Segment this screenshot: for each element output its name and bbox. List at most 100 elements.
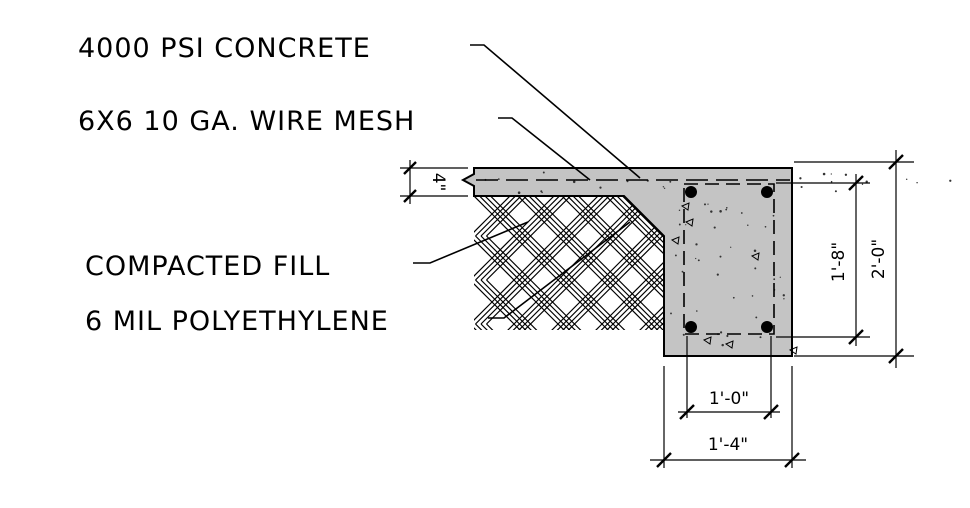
hatch-line bbox=[480, 257, 504, 281]
aggregate-speck bbox=[682, 333, 685, 336]
hatch-line bbox=[629, 323, 652, 330]
hatch-line bbox=[585, 213, 608, 237]
hatch-line bbox=[547, 346, 569, 368]
hatch-line bbox=[579, 196, 603, 215]
aggregate-speck bbox=[783, 298, 785, 300]
aggregate-speck bbox=[773, 278, 776, 281]
aggregate-speck bbox=[678, 209, 681, 212]
dim-rebar-horizontal: 1'-0" bbox=[678, 336, 780, 420]
hatch-line bbox=[546, 213, 570, 237]
hatch-line bbox=[546, 323, 570, 330]
hatch-line bbox=[612, 301, 636, 325]
hatch-line bbox=[656, 301, 664, 325]
hatch-line bbox=[607, 213, 630, 237]
aggregate-mark bbox=[684, 218, 694, 227]
hatch-line bbox=[601, 213, 625, 237]
hatch-line bbox=[596, 301, 619, 325]
aggregate-mark bbox=[680, 202, 690, 211]
hatch-line bbox=[557, 235, 581, 259]
hatch-line bbox=[602, 346, 624, 368]
hatch-line bbox=[480, 235, 504, 259]
hatch-line bbox=[476, 346, 498, 368]
hatch-line bbox=[531, 346, 553, 368]
hatch-line bbox=[481, 346, 503, 368]
hatch-line bbox=[498, 346, 520, 368]
aggregate-speck bbox=[753, 249, 757, 252]
hatch-line bbox=[596, 257, 619, 281]
hatch-line bbox=[535, 235, 559, 259]
hatch-line bbox=[612, 323, 636, 330]
hatch-line bbox=[535, 301, 559, 325]
hatch-line bbox=[590, 257, 614, 281]
aggregate-speck bbox=[681, 270, 684, 273]
hatch-line bbox=[601, 279, 625, 303]
hatch-line bbox=[651, 257, 664, 281]
hatch-line bbox=[563, 213, 586, 237]
aggregate-speck bbox=[747, 224, 749, 227]
hatch-line bbox=[645, 235, 664, 259]
hatch-line bbox=[591, 346, 613, 368]
hatch-line bbox=[645, 257, 664, 281]
hatch-line bbox=[568, 301, 592, 325]
hatch-line bbox=[553, 346, 575, 368]
hatch-line bbox=[590, 323, 614, 330]
hatch-line bbox=[541, 301, 564, 325]
hatch-line bbox=[503, 346, 525, 368]
leader-compacted-fill bbox=[413, 221, 529, 264]
hatch-line bbox=[491, 257, 515, 281]
hatch-line bbox=[541, 213, 564, 237]
hatch-line bbox=[563, 235, 586, 259]
hatch-line bbox=[568, 196, 592, 215]
hatch-line bbox=[618, 196, 641, 215]
hatch-line bbox=[508, 301, 531, 325]
aggregate-speck bbox=[799, 177, 802, 180]
aggregate-mark bbox=[788, 346, 798, 355]
leader-polyethylene bbox=[488, 221, 631, 319]
hatch-line bbox=[524, 279, 548, 303]
hatch-line bbox=[524, 301, 548, 325]
hatch-line bbox=[575, 346, 597, 368]
aggregate-speck bbox=[905, 178, 908, 181]
hatch-line bbox=[546, 196, 570, 215]
hatch-line bbox=[542, 346, 564, 368]
hatch-line bbox=[645, 301, 664, 325]
hatch-line bbox=[585, 301, 608, 325]
aggregate-speck bbox=[719, 255, 722, 258]
hatch-line bbox=[552, 257, 575, 281]
hatch-line bbox=[502, 301, 526, 325]
label-concrete: 4000 PSI CONCRETE bbox=[78, 33, 371, 64]
aggregate-speck bbox=[674, 254, 677, 257]
svg-text:2'-0": 2'-0" bbox=[869, 239, 889, 279]
hatch-line bbox=[541, 196, 564, 215]
hatch-line bbox=[596, 323, 619, 330]
hatch-line bbox=[509, 346, 531, 368]
hatch-line bbox=[651, 323, 664, 330]
aggregate-speck bbox=[517, 191, 521, 194]
hatch-line bbox=[541, 257, 564, 281]
hatch-line bbox=[519, 323, 542, 330]
hatch-line bbox=[519, 235, 542, 259]
rebar-bottom-left bbox=[685, 321, 697, 333]
aggregate-speck bbox=[721, 343, 724, 347]
aggregate-speck bbox=[779, 276, 781, 278]
hatch-line bbox=[474, 257, 493, 281]
aggregate-speck bbox=[800, 185, 803, 189]
aggregate-speck bbox=[497, 178, 500, 180]
aggregate-speck bbox=[822, 172, 826, 176]
hatch-line bbox=[590, 301, 614, 325]
hatch-line bbox=[525, 346, 547, 368]
hatch-line bbox=[557, 323, 581, 330]
hatch-line bbox=[579, 279, 603, 303]
hatch-line bbox=[563, 257, 586, 281]
hatch-line bbox=[557, 196, 581, 215]
hatch-line bbox=[536, 346, 558, 368]
hatch-line bbox=[491, 323, 515, 330]
hatch-line bbox=[623, 301, 647, 325]
hatch-line bbox=[618, 323, 641, 330]
hatch-line bbox=[656, 323, 664, 330]
hatch-line bbox=[624, 346, 646, 368]
aggregate-speck bbox=[834, 190, 837, 193]
aggregate-speck bbox=[669, 180, 672, 183]
hatch-line bbox=[612, 196, 636, 215]
hatch-line bbox=[629, 213, 652, 237]
